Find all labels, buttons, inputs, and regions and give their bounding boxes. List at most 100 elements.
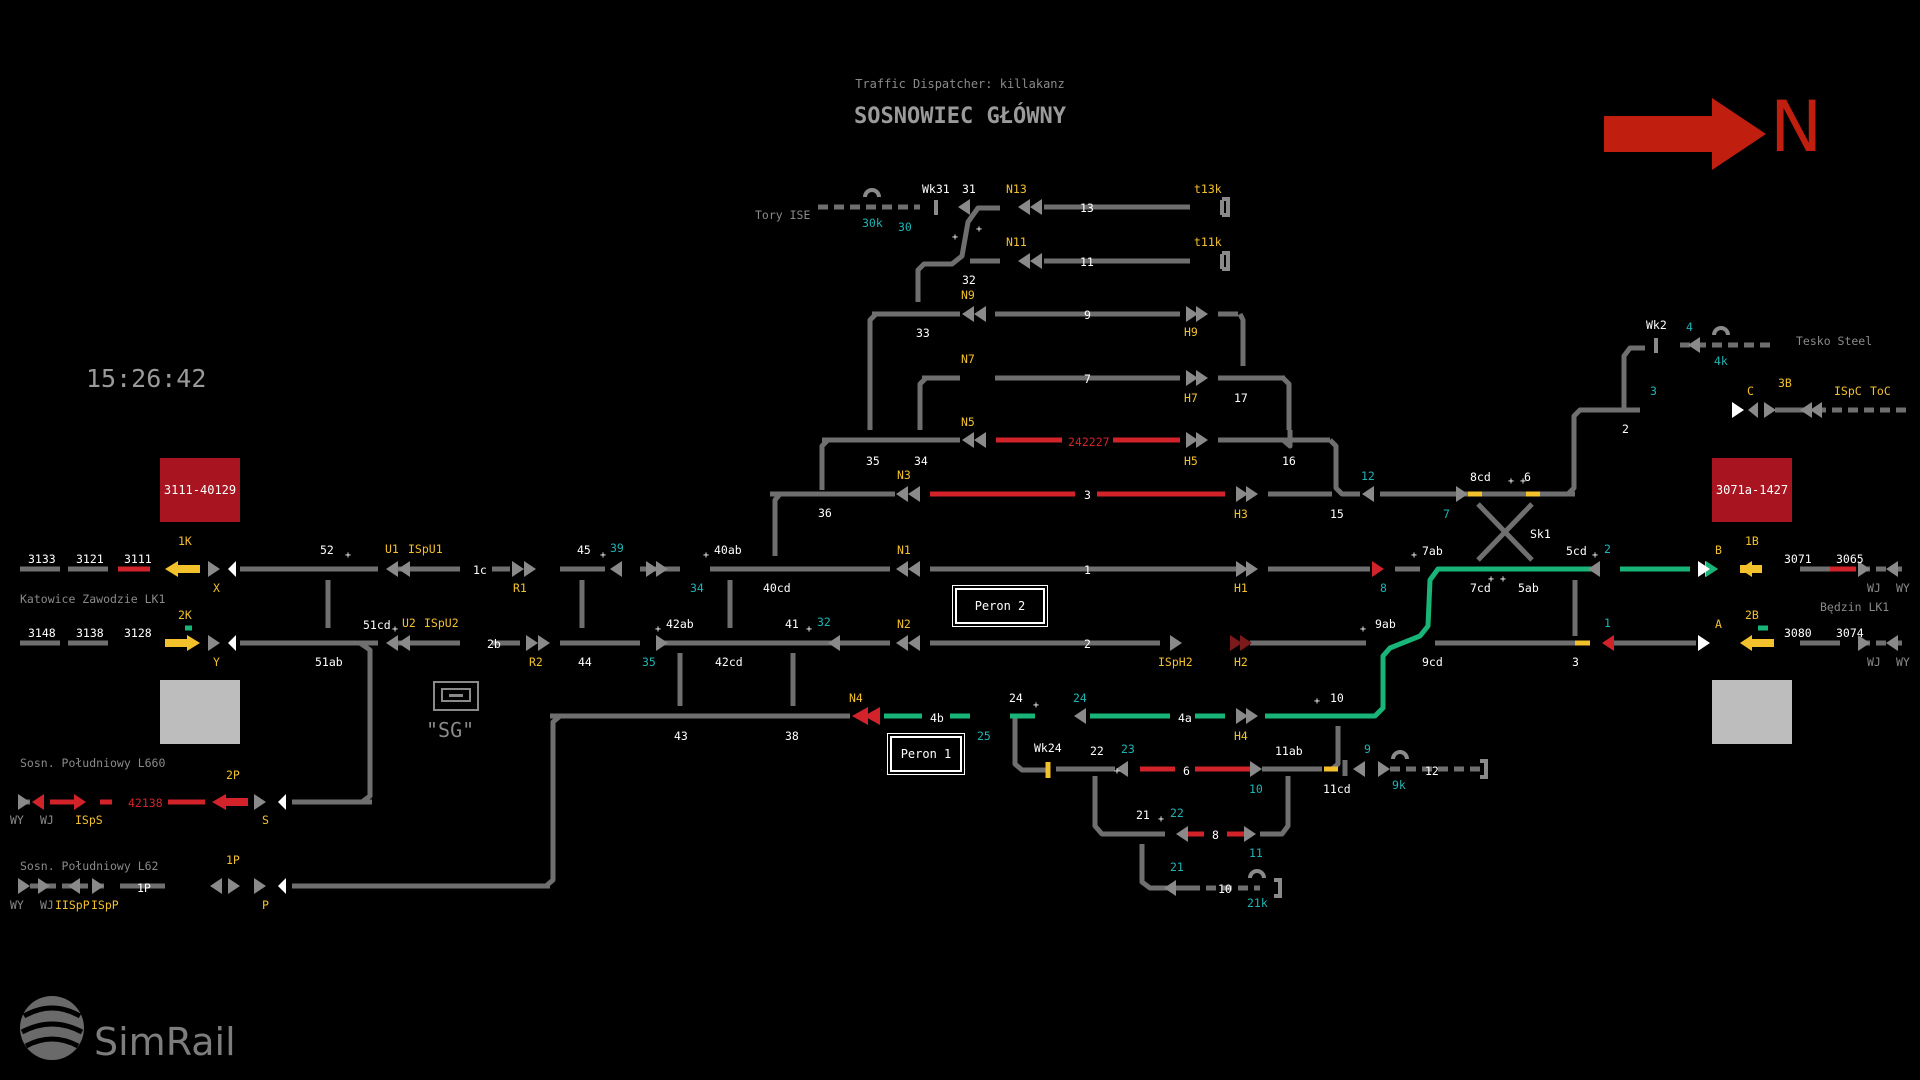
label-wy-right-2: WY: [1896, 655, 1910, 669]
track-8-white: 8: [1212, 828, 1219, 842]
track-30: 30: [898, 220, 912, 234]
signal-ISpC[interactable]: ISpC: [1834, 384, 1862, 398]
signal-R2[interactable]: R2: [529, 655, 543, 669]
label-wy-l660: WY: [10, 813, 24, 827]
signal-H3[interactable]: H3: [1234, 507, 1248, 521]
signal-ISpP[interactable]: ISpP: [91, 898, 119, 912]
signal-IISpP[interactable]: IISpP: [55, 898, 90, 912]
signal-H1[interactable]: H1: [1234, 581, 1248, 595]
switch-41: 41: [785, 617, 799, 631]
signal-N11[interactable]: N11: [1006, 235, 1027, 249]
signal-ISpS[interactable]: ISpS: [75, 813, 103, 827]
signal-Y[interactable]: Y: [213, 655, 220, 669]
signal-H2[interactable]: H2: [1234, 655, 1248, 669]
signal-2K[interactable]: 2K: [178, 608, 192, 622]
signal-ISpU1[interactable]: ISpU1: [408, 542, 443, 556]
buffer-stops: [863, 188, 1730, 898]
signal-N2[interactable]: N2: [897, 617, 911, 631]
signal-N7[interactable]: N7: [961, 352, 975, 366]
signal-ISpU2[interactable]: ISpU2: [424, 616, 459, 630]
signal-ISpH2[interactable]: ISpH2: [1158, 655, 1193, 669]
track-3080: 3080: [1784, 626, 1812, 640]
track-12: 12: [1361, 469, 1375, 483]
track-4-cyan: 4: [1686, 320, 1693, 334]
signal-2B[interactable]: 2B: [1745, 608, 1759, 622]
switch-43: 43: [674, 729, 688, 743]
label-l62: Sosn. Południowy L62: [20, 859, 159, 873]
track-34: 34: [690, 581, 704, 595]
track-30k: 30k: [862, 216, 883, 230]
label-tesko-steel: Tesko Steel: [1796, 334, 1873, 348]
signal-box-icon[interactable]: [433, 681, 479, 711]
signal-ToC[interactable]: ToC: [1870, 384, 1891, 398]
dispatcher-label: Traffic Dispatcher: killakanz: [855, 77, 1065, 91]
signal-U2[interactable]: U2: [402, 616, 416, 630]
signal-t13k[interactable]: t13k: [1194, 182, 1222, 196]
signal-S[interactable]: S: [262, 813, 269, 827]
switch-44: 44: [578, 655, 592, 669]
signal-2P[interactable]: 2P: [226, 768, 240, 782]
signal-1B[interactable]: 1B: [1745, 534, 1759, 548]
train-box-right[interactable]: 3071a-1427: [1712, 458, 1792, 522]
track-3128: 3128: [124, 626, 152, 640]
signal-N9[interactable]: N9: [961, 288, 975, 302]
signal-N13[interactable]: N13: [1006, 182, 1027, 196]
switch-9ab: 9ab: [1375, 617, 1396, 631]
switch-42ab: 42ab: [666, 617, 694, 631]
switch-45: 45: [577, 543, 591, 557]
track-2: 2: [1084, 637, 1091, 651]
train-box-left[interactable]: 3111-40129: [160, 458, 240, 522]
empty-train-box-right[interactable]: [1712, 680, 1792, 744]
empty-train-box-left[interactable]: [160, 680, 240, 744]
track-25: 25: [977, 729, 991, 743]
platform-1: Peron 1: [887, 733, 965, 775]
signal-N5[interactable]: N5: [961, 415, 975, 429]
switch-31: 31: [962, 182, 976, 196]
signal-N1[interactable]: N1: [897, 543, 911, 557]
signals[interactable]: [165, 402, 1774, 894]
switch-5ab: 5ab: [1518, 581, 1539, 595]
signal-N4[interactable]: N4: [849, 691, 863, 705]
signal-3B[interactable]: 3B: [1778, 376, 1792, 390]
track-21-cyan: 21: [1170, 860, 1184, 874]
label-wj-l62: WJ: [40, 898, 54, 912]
label-katowice: Katowice Zawodzie LK1: [20, 592, 166, 606]
track-7-cyan: 7: [1443, 507, 1450, 521]
track-13: 13: [1080, 201, 1094, 215]
signal-U1[interactable]: U1: [385, 542, 399, 556]
signal-H5[interactable]: H5: [1184, 454, 1198, 468]
signal-A[interactable]: A: [1715, 617, 1722, 631]
signal-N3[interactable]: N3: [897, 468, 911, 482]
track-4b: 4b: [930, 711, 944, 725]
switch-38: 38: [785, 729, 799, 743]
label-wj-l660: WJ: [40, 813, 54, 827]
signal-t11k[interactable]: t11k: [1194, 235, 1222, 249]
simrail-logo-icon: [20, 996, 84, 1060]
signal-R1[interactable]: R1: [513, 581, 527, 595]
signal-B[interactable]: B: [1715, 543, 1722, 557]
svg-text:+: +: [1360, 624, 1366, 635]
svg-text:+ +: + +: [1488, 574, 1506, 585]
signal-H7[interactable]: H7: [1184, 391, 1198, 405]
svg-text:+: +: [806, 624, 812, 635]
switch-40cd: 40cd: [763, 581, 791, 595]
signal-H9[interactable]: H9: [1184, 325, 1198, 339]
track-3-cyan: 3: [1650, 384, 1657, 398]
label-bedzin: Będzin LK1: [1820, 600, 1890, 614]
track-sections-yellow: [1045, 491, 1590, 778]
switch-9cd: 9cd: [1422, 655, 1443, 669]
signal-X[interactable]: X: [213, 581, 220, 595]
signal-1K[interactable]: 1K: [178, 534, 192, 548]
track-35: 35: [642, 655, 656, 669]
signal-H4[interactable]: H4: [1234, 729, 1248, 743]
switch-24: 24: [1009, 691, 1023, 705]
track-24-cyan: 24: [1073, 691, 1087, 705]
switch-32: 32: [962, 273, 976, 287]
switch-2b: 2b: [487, 637, 501, 651]
signal-P[interactable]: P: [262, 898, 269, 912]
switch-5cd: 5cd: [1566, 544, 1587, 558]
station-title: SOSNOWIEC GŁÓWNY: [854, 104, 1066, 129]
signal-1P[interactable]: 1P: [226, 853, 240, 867]
signal-C[interactable]: C: [1747, 384, 1754, 398]
